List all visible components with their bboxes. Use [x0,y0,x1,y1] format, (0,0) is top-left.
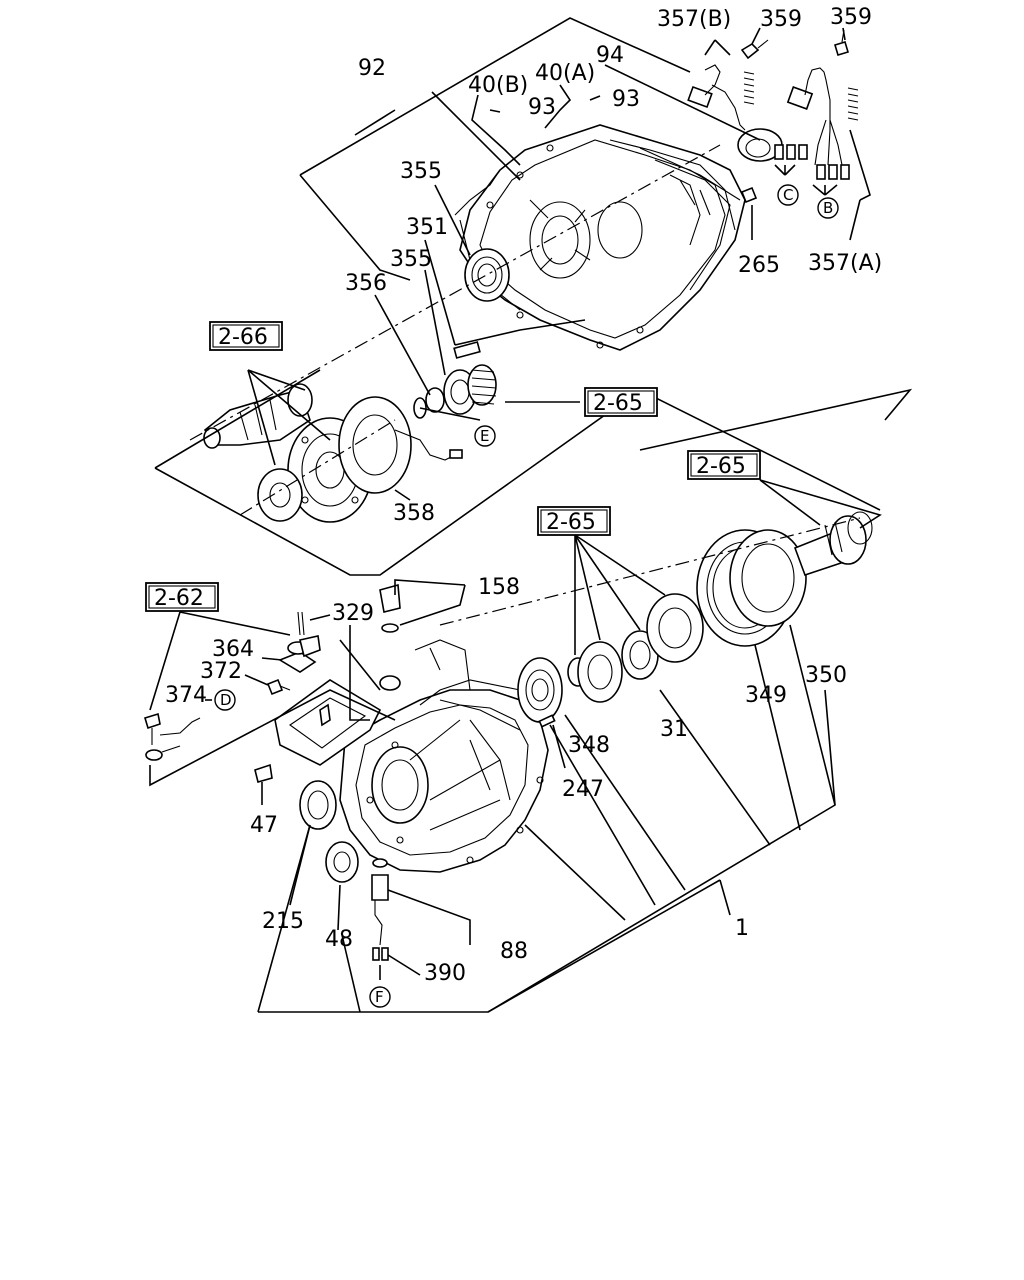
label-92: 92 [358,56,386,81]
connector-d: D [214,689,236,711]
center-line-lower [439,517,861,626]
label-356: 356 [345,271,387,296]
sensor-88-390 [371,858,389,961]
bolt-359-b [834,29,849,56]
callout-labels: 357(B) 359 359 92 94 40(B) 40(A) 93 93 3… [165,5,882,986]
connector-c: C [777,184,799,206]
label-364: 364 [212,637,254,662]
label-349: 349 [745,683,787,708]
connector-b-letter: B [823,199,833,217]
oil-seal-48 [325,841,359,883]
switch-357a [786,67,843,166]
connector-b-plug [816,164,850,180]
label-88: 88 [500,939,528,964]
label-215: 215 [262,909,304,934]
label-358: 358 [393,501,435,526]
label-359-b: 359 [830,5,872,30]
label-158: 158 [478,575,520,600]
switch-bolt-364 [278,635,321,673]
plug-47 [254,763,273,783]
ref-box-2-65-right-label: 2-65 [696,454,746,479]
label-374: 374 [165,683,207,708]
label-31: 31 [660,717,688,742]
label-47: 47 [250,813,278,838]
connector-d-letter: D [220,691,232,709]
label-1: 1 [735,916,749,941]
sensor-374 [144,712,201,761]
hub-350 [729,529,807,627]
label-357a: 357(A) [808,251,882,276]
spring-357b [743,71,755,105]
ref-box-2-65-top: 2-65 [584,387,658,417]
ref-box-2-66: 2-66 [209,321,283,351]
label-355-a: 355 [400,159,442,184]
ref-box-2-65-mid-label: 2-65 [546,510,596,535]
ref-box-2-62-label: 2-62 [154,586,204,611]
pin-329 [297,611,305,636]
output-shaft [203,383,313,449]
label-40a: 40(A) [535,61,595,86]
label-357b: 357(B) [657,7,731,32]
rear-case-housing [459,124,746,351]
label-372: 372 [200,659,242,684]
connector-e-letter: E [480,427,489,445]
label-40b: 40(B) [468,73,528,98]
leader-lines-upper [154,17,913,576]
ref-box-2-66-label: 2-66 [218,325,268,350]
label-247: 247 [562,777,604,802]
bolt-372 [266,678,291,696]
label-350: 350 [805,663,847,688]
leader-lines-lower [149,479,882,1013]
connector-marks: B C D E F [214,184,839,1008]
oil-seal-215 [299,780,337,830]
spring-357a [847,87,859,121]
label-94: 94 [596,43,624,68]
gear-356-assembly [413,364,497,419]
center-line-upper [189,144,721,516]
label-265: 265 [738,253,780,278]
bearing-348 [517,657,563,723]
reference-boxes: 2-66 2-65 2-65 2-65 2-62 [145,321,761,612]
pin-247 [538,714,556,728]
nut-265 [740,186,758,204]
planetary-parts-31 [567,593,704,703]
speed-sensor-358 [338,396,463,494]
connector-e: E [474,425,496,447]
connector-c-letter: C [783,186,793,204]
bearing-351 [464,248,510,302]
label-390: 390 [424,961,466,986]
ref-box-2-65-top-label: 2-65 [593,391,643,416]
label-348: 348 [568,733,610,758]
label-48: 48 [325,927,353,952]
input-shaft-gear [793,511,873,577]
front-case-housing [339,639,549,873]
ref-box-2-65-mid: 2-65 [537,506,611,536]
label-355-b: 355 [390,247,432,272]
connector-f-letter: F [375,988,384,1006]
bolt-359-a [740,39,769,60]
shim-355 [453,341,481,359]
breather-158 [379,583,401,633]
seal-ring [737,128,783,162]
ref-box-2-65-right: 2-65 [687,450,761,480]
connector-c-plug [774,144,808,160]
connector-f: F [369,986,391,1008]
switch-357b [687,64,746,131]
label-93-b: 93 [612,87,640,112]
label-351: 351 [406,215,448,240]
connector-b: B [817,197,839,219]
oil-seal-washer [257,468,303,522]
ref-box-2-62: 2-62 [145,582,219,612]
label-359-a: 359 [760,7,802,32]
label-329: 329 [332,601,374,626]
label-93-a: 93 [528,95,556,120]
